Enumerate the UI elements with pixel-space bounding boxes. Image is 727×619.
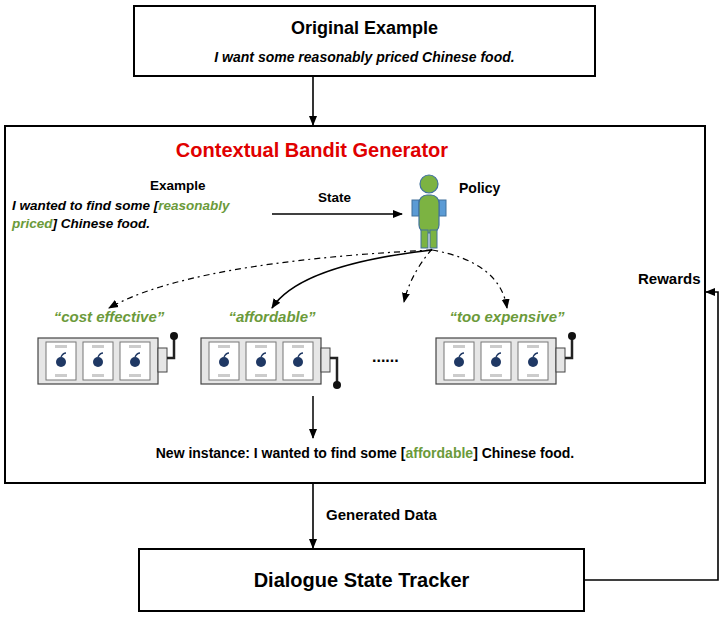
agent-leg: [421, 230, 428, 248]
dashed-arrow: [404, 249, 432, 302]
slot-side: [321, 348, 330, 372]
apple-leaf: [61, 353, 66, 357]
slot-body: [38, 338, 158, 384]
apple-leaf: [135, 353, 140, 357]
node-box: Policy: [407, 172, 507, 250]
box-title: Dialogue State Tracker: [254, 569, 470, 592]
apple-icon: [219, 357, 229, 367]
slot-window: [246, 342, 276, 380]
connector: [585, 292, 718, 580]
node-box: Original Example I want some reasonably p…: [133, 5, 596, 77]
slot-window: [209, 342, 239, 380]
slot-bar: [92, 374, 104, 377]
lever-ball: [333, 381, 341, 389]
node-box: “too expensive”: [434, 308, 580, 390]
state-arrow: [272, 213, 402, 215]
slot-bar: [55, 374, 67, 377]
slot-bar: [527, 374, 539, 377]
connector: [432, 250, 507, 308]
slot-bar: [490, 345, 502, 348]
apple-leaf: [98, 353, 103, 357]
slot-bar: [453, 374, 465, 377]
slot-body: [201, 338, 321, 384]
connector: [312, 484, 314, 548]
agent-arm: [412, 200, 419, 216]
node-box: Dialogue State Tracker: [138, 548, 585, 612]
apple-icon: [93, 357, 103, 367]
new-instance: New instance: I wanted to find some [aff…: [22, 445, 708, 461]
apple-leaf: [224, 353, 229, 357]
generator-title: Contextual Bandit Generator: [6, 139, 618, 162]
apple-leaf: [496, 353, 501, 357]
apple-icon: [491, 357, 501, 367]
apple-leaf: [298, 353, 303, 357]
slot-bar: [255, 345, 267, 348]
apple-leaf: [261, 353, 266, 357]
slot-machine: [36, 330, 182, 390]
slot-lever: [167, 338, 174, 358]
apple-icon: [528, 357, 538, 367]
slot-lever: [565, 338, 572, 358]
slot-bar: [527, 345, 539, 348]
agent-head: [420, 175, 438, 193]
slot-bar: [92, 345, 104, 348]
apple-leaf: [533, 353, 538, 357]
lever-ball: [170, 332, 178, 340]
example-sentence: I wanted to find some [reasonably priced…: [12, 197, 270, 233]
apple-leaf: [459, 353, 464, 357]
connector: [109, 250, 432, 308]
slot-bar: [255, 374, 267, 377]
slot-window: [444, 342, 474, 380]
slot-side: [556, 348, 565, 372]
node-box: “affordable”: [199, 308, 345, 390]
slot-bar: [453, 345, 465, 348]
slot-bar: [490, 374, 502, 377]
connector: [272, 250, 432, 308]
slot-bar: [292, 374, 304, 377]
slot-body: [436, 338, 556, 384]
edge-label: Generated Data: [324, 506, 439, 523]
slot-window: [46, 342, 76, 380]
box-body: I want some reasonably priced Chinese fo…: [214, 49, 514, 65]
slot-lever: [330, 358, 337, 383]
arm-label: “too expensive”: [424, 308, 590, 325]
connector: [312, 77, 314, 125]
slot-bar: [292, 345, 304, 348]
slot-bar: [129, 374, 141, 377]
apple-icon: [293, 357, 303, 367]
lever-ball: [568, 332, 576, 340]
output-arrow: [312, 396, 314, 438]
agent-arm: [439, 200, 446, 216]
slot-window: [120, 342, 150, 380]
apple-icon: [130, 357, 140, 367]
slot-bar: [218, 374, 230, 377]
agent-icon: [407, 172, 452, 250]
label-text: ......: [372, 348, 422, 366]
slot-side: [158, 348, 167, 372]
agent-body: [419, 195, 439, 233]
slot-bar: [129, 345, 141, 348]
slot-bar: [55, 345, 67, 348]
label-text: Example: [150, 178, 230, 193]
slot-machine: [199, 330, 345, 390]
agent-leg: [430, 230, 437, 248]
apple-icon: [454, 357, 464, 367]
node-box: “cost effective”: [36, 308, 182, 390]
policy-label: Policy: [459, 180, 500, 196]
apple-icon: [256, 357, 266, 367]
edge-label: Rewards: [636, 270, 703, 287]
arm-label: “affordable”: [189, 308, 355, 325]
slot-bar: [218, 345, 230, 348]
slot-window: [481, 342, 511, 380]
node-box: Contextual Bandit GeneratorPolicy “cost e…: [4, 125, 706, 484]
arm-label: “cost effective”: [26, 308, 192, 325]
slot-window: [518, 342, 548, 380]
slot-window: [83, 342, 113, 380]
box-title: Original Example: [291, 18, 438, 39]
label-text: State: [318, 190, 378, 205]
apple-icon: [56, 357, 66, 367]
slot-window: [283, 342, 313, 380]
slot-machine: [434, 330, 580, 390]
